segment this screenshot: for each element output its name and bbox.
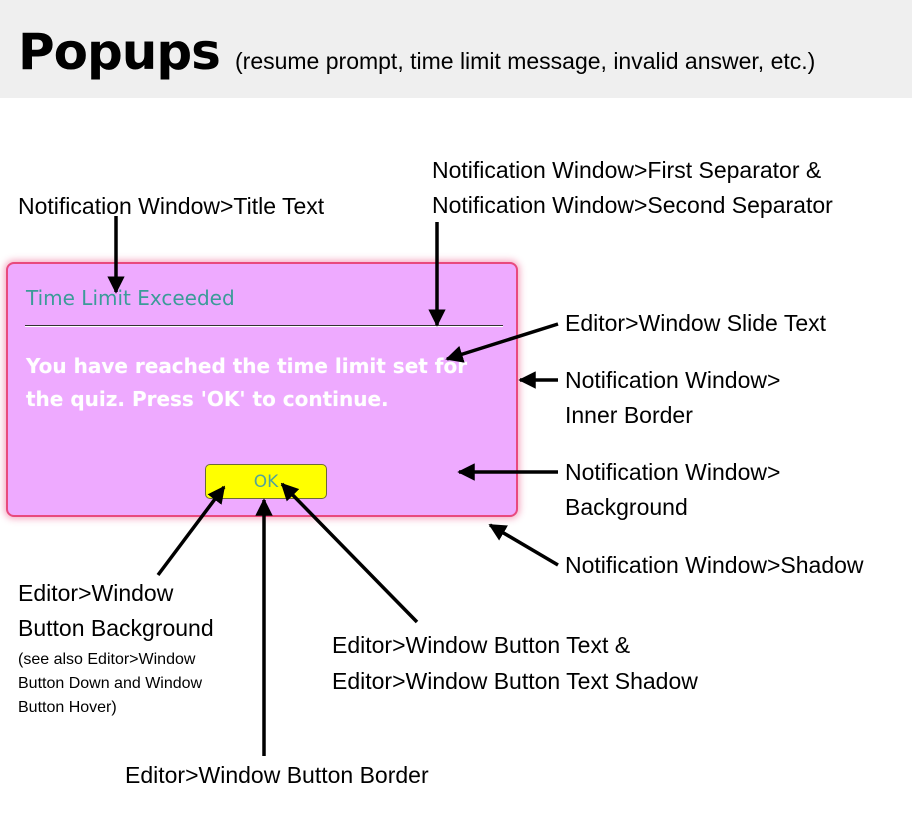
notification-title: Time Limit Exceeded bbox=[26, 286, 235, 310]
label-button-text-2: Editor>Window Button Text Shadow bbox=[332, 668, 698, 694]
label-inner-border-1: Notification Window> bbox=[565, 367, 781, 393]
notification-message: You have reached the time limit set for … bbox=[26, 354, 468, 411]
label-background-1: Notification Window> bbox=[565, 459, 781, 485]
label-button-background-note-1: (see also Editor>Window bbox=[18, 651, 196, 668]
label-background-2: Background bbox=[565, 494, 688, 520]
notification-window: Time Limit Exceeded You have reached the… bbox=[6, 262, 518, 517]
page-title: Popups bbox=[18, 23, 221, 81]
label-inner-border-2: Inner Border bbox=[565, 402, 693, 428]
label-separator-2: Notification Window>Second Separator bbox=[432, 192, 833, 218]
ok-button[interactable]: OK bbox=[205, 464, 327, 499]
arrow-shadow bbox=[488, 523, 559, 567]
label-title-text: Notification Window>Title Text bbox=[18, 193, 325, 219]
second-separator bbox=[25, 326, 503, 327]
label-slide-text: Editor>Window Slide Text bbox=[565, 310, 827, 336]
label-button-background-note-3: Button Hover) bbox=[18, 699, 117, 716]
label-button-background-1: Editor>Window bbox=[18, 580, 174, 606]
label-button-background-note-2: Button Down and Window bbox=[18, 675, 203, 692]
label-shadow: Notification Window>Shadow bbox=[565, 552, 864, 578]
label-separator-1: Notification Window>First Separator & bbox=[432, 157, 822, 183]
page-subtitle: (resume prompt, time limit message, inva… bbox=[235, 48, 816, 74]
first-separator bbox=[25, 325, 503, 326]
label-button-text-1: Editor>Window Button Text & bbox=[332, 632, 631, 658]
label-button-background-2: Button Background bbox=[18, 615, 214, 641]
label-button-border: Editor>Window Button Border bbox=[125, 762, 429, 788]
header-band: Popups (resume prompt, time limit messag… bbox=[0, 0, 912, 98]
